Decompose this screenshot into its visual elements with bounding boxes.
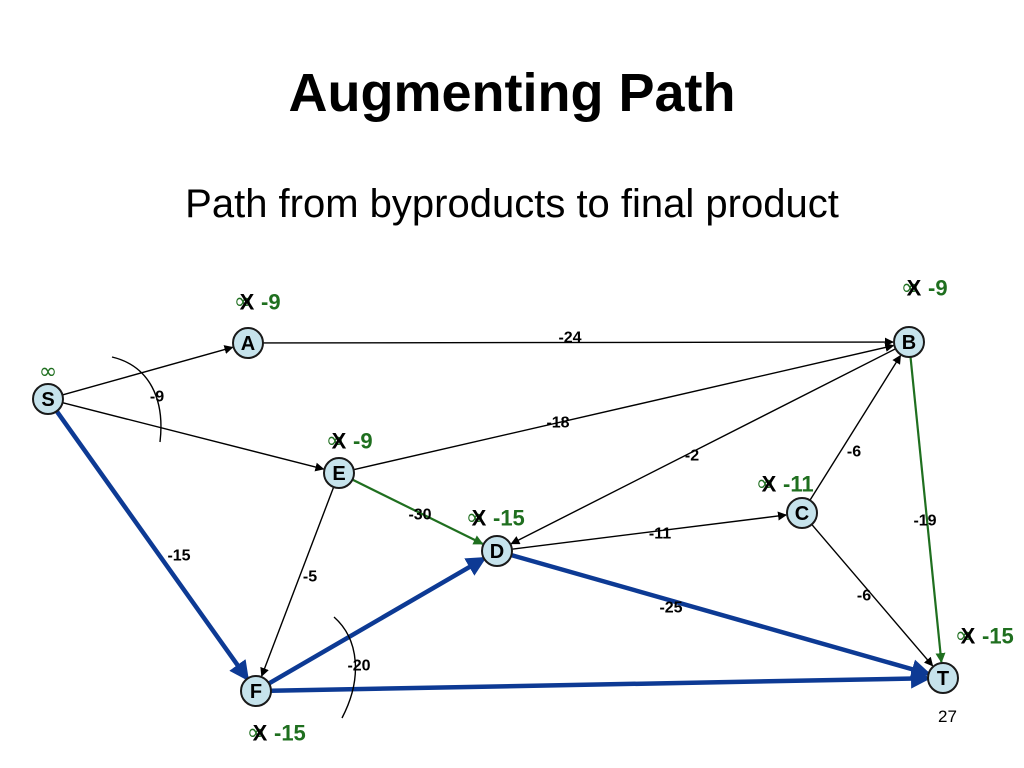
cross-mark-B: X bbox=[907, 276, 922, 301]
node-circle-C bbox=[786, 497, 818, 529]
cuts-layer: -9 -20 bbox=[111, 356, 371, 719]
infinity-symbol-A: ∞ bbox=[234, 290, 252, 315]
edge-S-E bbox=[62, 402, 325, 472]
node-label-C: C bbox=[795, 503, 809, 525]
node-value-B: -9 bbox=[928, 276, 948, 301]
cut-s-label: -9 bbox=[150, 389, 164, 406]
infinity-symbol-B: ∞ bbox=[901, 276, 919, 301]
node-circle-T bbox=[927, 662, 959, 694]
node-F: F bbox=[240, 675, 272, 707]
slide-subtitle: Path from byproducts to final product bbox=[185, 182, 839, 226]
node-label-A: A bbox=[241, 333, 255, 355]
edge-label-E-B: -18 bbox=[546, 415, 569, 432]
edge-E-D bbox=[351, 478, 484, 545]
edge-label-D-T: -25 bbox=[659, 600, 682, 617]
node-circle-S bbox=[32, 383, 64, 415]
edge-B-D bbox=[510, 348, 896, 545]
node-value-E: -9 bbox=[353, 429, 373, 454]
edge-label-E-F: -5 bbox=[303, 569, 317, 586]
edge-S-A bbox=[62, 345, 234, 396]
node-circle-F bbox=[240, 675, 272, 707]
node-value-D: -15 bbox=[493, 506, 525, 531]
edge-C-B bbox=[809, 354, 902, 501]
node-label-E: E bbox=[332, 463, 345, 485]
cross-mark-A: X bbox=[240, 290, 255, 315]
node-value-C: -11 bbox=[783, 472, 814, 497]
node-E: E bbox=[323, 457, 355, 489]
infinity-symbol-T: ∞ bbox=[955, 624, 973, 649]
edge-F-T bbox=[270, 668, 932, 693]
cut-f-label: -20 bbox=[347, 658, 370, 675]
node-label-D: D bbox=[490, 541, 504, 563]
node-A: A bbox=[232, 327, 264, 359]
infinity-symbol-F: ∞ bbox=[247, 721, 265, 746]
edge-C-T bbox=[811, 523, 934, 667]
node-circle-E bbox=[323, 457, 355, 489]
edge-label-C-B: -6 bbox=[847, 444, 861, 461]
node-value-A: -9 bbox=[261, 290, 281, 315]
edge-A-B bbox=[262, 337, 894, 347]
slide-title: Augmenting Path bbox=[288, 63, 736, 123]
edge-label-S-F: -15 bbox=[167, 548, 190, 565]
edge-S-F bbox=[54, 409, 250, 682]
node-B: B bbox=[893, 326, 925, 358]
edge-E-B bbox=[353, 343, 895, 471]
node-circle-A bbox=[232, 327, 264, 359]
edge-label-A-B: -24 bbox=[558, 330, 581, 347]
edge-D-T bbox=[510, 552, 932, 679]
cut-s-arc bbox=[111, 356, 162, 443]
infinity-symbol-E: ∞ bbox=[326, 429, 344, 454]
node-value-F: -15 bbox=[274, 721, 306, 746]
node-C: C bbox=[786, 497, 818, 529]
edge-D-C bbox=[511, 511, 788, 550]
nodes-layer: S A B E D C F T bbox=[32, 326, 959, 707]
cut-f-arc bbox=[333, 616, 357, 719]
node-circle-B bbox=[893, 326, 925, 358]
edge-label-B-D: -2 bbox=[685, 448, 699, 465]
edge-label-D-C: -11 bbox=[649, 526, 671, 543]
cross-mark-E: X bbox=[332, 429, 347, 454]
node-values-layer: ∞∞X-9∞X-9∞X-9∞X-15∞X-11∞X-15∞X-15 bbox=[39, 276, 1014, 746]
cross-mark-F: X bbox=[253, 721, 268, 746]
infinity-symbol-D: ∞ bbox=[466, 506, 484, 531]
edge-label-B-T: -19 bbox=[913, 513, 936, 530]
cross-mark-D: X bbox=[472, 506, 487, 531]
infinity-symbol-C: ∞ bbox=[756, 472, 774, 497]
edge-E-F bbox=[260, 486, 335, 677]
cross-mark-T: X bbox=[961, 624, 976, 649]
node-label-F: F bbox=[250, 681, 262, 703]
page-number: 27 bbox=[938, 707, 957, 726]
cross-mark-C: X bbox=[762, 472, 777, 497]
edge-B-T bbox=[909, 356, 946, 664]
infinity-symbol-S: ∞ bbox=[39, 360, 57, 385]
node-S: S bbox=[32, 383, 64, 415]
node-circle-D bbox=[481, 535, 513, 567]
node-label-S: S bbox=[41, 389, 54, 411]
edge-label-E-D: -30 bbox=[408, 507, 431, 524]
edge-label-C-T: -6 bbox=[857, 588, 871, 605]
node-D: D bbox=[481, 535, 513, 567]
node-label-B: B bbox=[902, 332, 916, 354]
node-T: T bbox=[927, 662, 959, 694]
edges-layer: -15 -24 -18 -30 -5 -2 -19 -6 -6 -11 -25 bbox=[54, 330, 946, 693]
node-value-T: -15 bbox=[982, 624, 1014, 649]
edge-F-D bbox=[267, 557, 487, 686]
node-label-T: T bbox=[937, 668, 949, 690]
